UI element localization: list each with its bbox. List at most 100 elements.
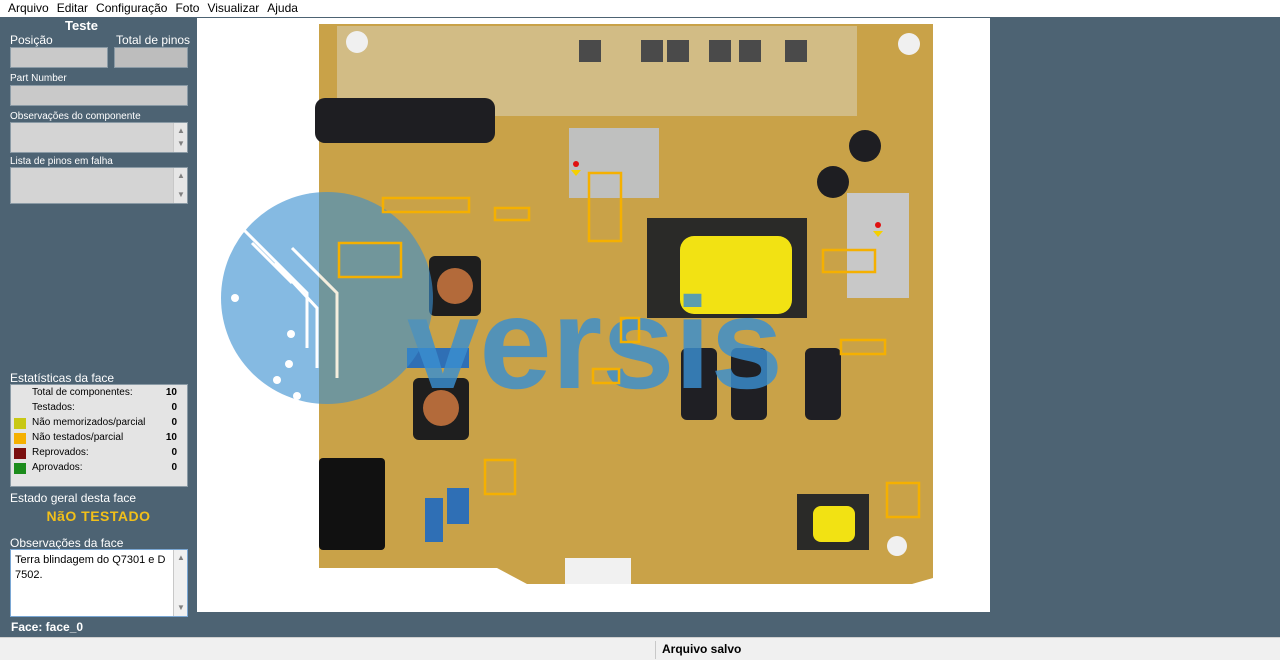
capacitor-icon — [817, 166, 849, 198]
capacitor-icon — [425, 498, 443, 542]
stat-value: 10 — [165, 432, 177, 443]
component-highlight[interactable] — [839, 338, 887, 356]
empty-side-area — [990, 18, 1280, 612]
stat-row-total: Total de componentes: 10 — [11, 386, 187, 400]
board-image-frame: versis — [197, 18, 990, 612]
watermark-logo: versis — [221, 192, 783, 416]
capacitor-icon — [805, 348, 841, 420]
mounting-hole-icon — [346, 31, 368, 53]
stat-label: Não testados/parcial — [32, 432, 124, 443]
stat-value: 0 — [171, 402, 177, 413]
inductor-coil-icon — [437, 268, 473, 304]
position-field[interactable] — [10, 47, 108, 68]
panel-title: Teste — [65, 18, 98, 33]
state-value: NãO TESTADO — [46, 508, 151, 524]
part-number-label: Part Number — [10, 73, 67, 84]
failed-pins-scrollbar[interactable]: ▲ ▼ — [173, 168, 187, 203]
stat-row-approved: Aprovados: 0 — [11, 461, 187, 475]
pcb-board — [319, 24, 933, 584]
scroll-up-icon[interactable]: ▲ — [177, 126, 185, 135]
menu-bar: Arquivo Editar Configuração Foto Visuali… — [0, 0, 1280, 17]
component-highlight[interactable] — [493, 206, 531, 222]
watermark-dots-icon — [231, 294, 301, 400]
capacitor-icon — [681, 348, 717, 420]
component-highlight[interactable] — [381, 196, 471, 214]
stat-value: 0 — [171, 417, 177, 428]
stat-value: 0 — [171, 447, 177, 458]
component-notes-scrollbar[interactable]: ▲ ▼ — [173, 123, 187, 152]
menu-editar[interactable]: Editar — [56, 1, 89, 15]
scroll-up-icon[interactable]: ▲ — [177, 553, 185, 562]
stat-label: Aprovados: — [32, 462, 83, 473]
switch-icon — [667, 40, 689, 62]
connector-icon — [565, 558, 631, 584]
ac-connector-icon — [319, 458, 385, 550]
component-highlight[interactable] — [619, 316, 641, 344]
total-pins-field[interactable] — [114, 47, 188, 68]
switch-icon — [709, 40, 731, 62]
board-photo[interactable]: versis — [197, 18, 990, 612]
scroll-down-icon[interactable]: ▼ — [177, 603, 185, 612]
mounting-hole-icon — [898, 33, 920, 55]
failed-pins-label: Lista de pinos em falha — [10, 156, 113, 167]
capacitor-icon — [447, 488, 469, 524]
color-swatch — [14, 418, 26, 429]
test-panel: Teste Posição Total de pinos Part Number… — [0, 17, 197, 637]
face-notes-scrollbar[interactable]: ▲ ▼ — [173, 550, 187, 616]
watermark-text: versis — [407, 270, 783, 416]
stat-label: Total de componentes: — [32, 387, 133, 398]
menu-visualizar[interactable]: Visualizar — [207, 1, 260, 15]
component-highlight[interactable] — [337, 241, 403, 279]
scroll-down-icon[interactable]: ▼ — [177, 190, 185, 199]
menu-foto[interactable]: Foto — [175, 1, 200, 15]
switch-icon — [579, 40, 601, 62]
component-notes-label: Observações do componente — [10, 111, 141, 122]
scroll-down-icon[interactable]: ▼ — [177, 139, 185, 148]
capacitor-icon — [315, 98, 495, 143]
stats-box: Total de componentes: 10 Testados: 0 Não… — [10, 384, 188, 487]
face-notes-text: Terra blindagem do Q7301 e D 7502. — [15, 554, 166, 581]
menu-ajuda[interactable]: Ajuda — [267, 1, 298, 15]
color-swatch — [14, 463, 26, 474]
stat-row-not-tested: Não testados/parcial 10 — [11, 431, 187, 445]
marker-arrow-icon — [571, 170, 581, 176]
component-highlight[interactable] — [821, 248, 877, 274]
face-notes-label: Observações da face — [10, 536, 124, 550]
capacitor-icon — [731, 348, 767, 420]
face-name: Face: face_0 — [11, 620, 84, 634]
heatsink-icon — [569, 128, 659, 198]
component-notes-field[interactable]: ▲ ▼ — [10, 122, 188, 153]
status-text: Arquivo salvo — [662, 642, 742, 656]
marker-icon — [573, 161, 579, 167]
watermark-circuit-icon — [235, 221, 339, 378]
part-number-field[interactable] — [10, 85, 188, 106]
stats-title: Estatísticas da face — [10, 371, 115, 385]
status-bar: Arquivo salvo — [0, 637, 1280, 660]
menu-configuracao[interactable]: Configuração — [96, 1, 168, 15]
status-divider — [655, 641, 656, 659]
switch-icon — [739, 40, 761, 62]
transformer-coil-icon — [813, 506, 855, 542]
component-highlight[interactable] — [885, 481, 921, 519]
component-highlight[interactable] — [483, 458, 517, 496]
scroll-up-icon[interactable]: ▲ — [177, 171, 185, 180]
inductor-coil-icon — [423, 390, 459, 426]
stat-label: Não memorizados/parcial — [32, 417, 146, 428]
face-notes-field[interactable]: Terra blindagem do Q7301 e D 7502. ▲ ▼ — [10, 549, 188, 617]
stat-value: 10 — [165, 387, 177, 398]
stat-value: 0 — [171, 462, 177, 473]
color-swatch — [14, 448, 26, 459]
stat-label: Testados: — [32, 402, 75, 413]
component-highlight[interactable] — [587, 171, 623, 243]
mounting-hole-icon — [887, 536, 907, 556]
failed-pins-field[interactable]: ▲ ▼ — [10, 167, 188, 204]
marker-icon — [875, 222, 881, 228]
stat-label: Reprovados: — [32, 447, 89, 458]
marker-arrow-icon — [873, 231, 883, 237]
menu-arquivo[interactable]: Arquivo — [8, 1, 49, 15]
stat-row-tested: Testados: 0 — [11, 401, 187, 415]
capacitor-icon — [849, 130, 881, 162]
stat-row-not-memorized: Não memorizados/parcial 0 — [11, 416, 187, 430]
switch-icon — [641, 40, 663, 62]
component-highlight[interactable] — [591, 367, 621, 385]
